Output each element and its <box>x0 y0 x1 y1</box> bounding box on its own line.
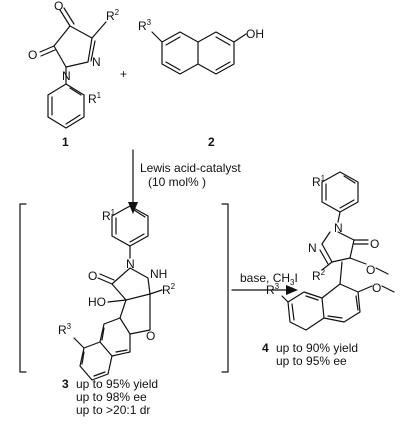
c2-R3: R3 <box>138 18 152 33</box>
c3-R1: R1 <box>102 208 116 223</box>
c1-O-left: O <box>28 48 37 62</box>
compound-3 <box>73 205 163 381</box>
c4-R3: R3 <box>266 282 280 297</box>
c4-R2: R2 <box>312 268 326 283</box>
compound-4-number: 4 <box>262 341 269 355</box>
c4-O-carbonyl: O <box>370 237 379 251</box>
compound-1-number: 1 <box>62 135 69 149</box>
arrow-right-label: base, CH3I <box>240 271 298 287</box>
c4-O-methoxy1: O <box>366 263 375 277</box>
c4-result-yield: up to 90% yield <box>276 341 358 355</box>
c3-HO: HO <box>88 295 106 309</box>
c4-O-methoxy2: O <box>372 281 381 295</box>
c3-NH: NH <box>150 267 167 281</box>
c3-O-carbonyl: O <box>88 269 97 283</box>
c3-R3: R3 <box>58 322 72 337</box>
c4-N1: N <box>308 241 317 255</box>
c3-result-dr: up to >20:1 dr <box>76 403 150 417</box>
c4-R1: R1 <box>312 174 326 189</box>
plus-sign: + <box>120 67 127 81</box>
c3-R2: R2 <box>162 282 176 297</box>
compound-2 <box>151 31 247 75</box>
intermediate-brackets <box>19 203 229 373</box>
compound-3-number: 3 <box>62 377 69 391</box>
c3-O-ring: O <box>146 329 155 343</box>
c1-R1: R1 <box>88 91 102 106</box>
compound-2-number: 2 <box>208 135 215 149</box>
c1-N-ring: N <box>92 55 101 69</box>
reaction-arrow-right <box>231 285 298 295</box>
arrow-down-line2: (10 mol% ) <box>148 175 206 189</box>
c1-R2: R2 <box>106 8 120 23</box>
c2-OH: OH <box>246 27 264 41</box>
compound-1 <box>39 7 107 129</box>
arrow-down-line1: Lewis acid-catalyst <box>140 161 241 175</box>
c1-O-top: O <box>54 0 63 13</box>
c3-result-ee: up to 98% ee <box>76 390 147 404</box>
c3-result-yield: up to 95% yield <box>76 377 158 391</box>
c4-result-ee: up to 95% ee <box>276 354 347 368</box>
compound-4 <box>281 171 395 331</box>
c3-N: N <box>126 257 135 271</box>
c4-N2: N <box>334 221 343 235</box>
c1-N-aryl: N <box>62 69 71 83</box>
reaction-arrow-down <box>128 149 138 214</box>
